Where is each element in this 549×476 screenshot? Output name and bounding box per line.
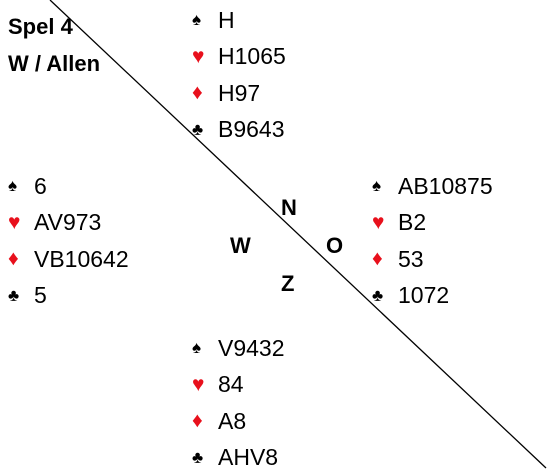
east-diamonds: ♦ 53 <box>372 241 493 278</box>
west-clubs: ♣5 <box>8 278 129 315</box>
spade-icon: ♠ <box>372 176 382 196</box>
north-spades: ♠H <box>192 2 286 39</box>
dealer-vulnerability: W / Allen <box>8 51 101 76</box>
east-clubs-cards: 1072 <box>398 282 450 309</box>
club-icon: ♣ <box>8 285 20 305</box>
south-hearts-cards: 84 <box>218 371 244 398</box>
heart-icon: ♥ <box>372 210 385 234</box>
south-clubs-cards: AHV8 <box>218 444 279 471</box>
compass-north: N <box>281 195 297 220</box>
south-diamonds-cards: A8 <box>218 407 247 434</box>
spade-icon: ♠ <box>8 176 18 196</box>
east-spades-cards: AB10875 <box>398 172 493 199</box>
diamond-icon: ♦ <box>8 247 19 271</box>
east-hearts: ♥ B2 <box>372 205 493 242</box>
south-diamonds: ♦ A8 <box>192 403 285 440</box>
diamond-icon: ♦ <box>192 81 203 105</box>
south-hearts: ♥ 84 <box>192 367 285 404</box>
diamond-icon: ♦ <box>372 247 383 271</box>
east-diamonds-cards: 53 <box>398 245 424 272</box>
south-clubs: ♣ AHV8 <box>192 440 285 476</box>
south-spades: ♠ V9432 <box>192 330 285 367</box>
west-hand: ♠6 ♥AV973 ♦VB10642 ♣5 <box>8 168 129 314</box>
west-hearts-cards: AV973 <box>34 209 102 236</box>
diamond-icon: ♦ <box>192 409 203 433</box>
north-clubs-cards: B9643 <box>218 116 285 143</box>
west-diamonds-cards: VB10642 <box>34 245 129 272</box>
heart-icon: ♥ <box>192 44 205 68</box>
north-hand: ♠H ♥H1065 ♦H97 ♣B9643 <box>192 2 286 148</box>
compass-west: W <box>230 233 251 258</box>
compass-south: Z <box>281 271 295 296</box>
north-diamonds: ♦ H97 <box>192 75 286 112</box>
west-clubs-cards: 5 <box>34 282 47 309</box>
club-icon: ♣ <box>372 285 384 305</box>
north-hearts: ♥ H1065 <box>192 39 286 76</box>
spade-icon: ♠ <box>192 10 202 30</box>
heart-icon: ♥ <box>192 372 205 396</box>
north-diamonds-cards: H97 <box>218 79 261 106</box>
heart-icon: ♥ <box>8 210 21 234</box>
north-clubs: ♣ B9643 <box>192 112 286 149</box>
club-icon: ♣ <box>192 119 204 139</box>
spade-icon: ♠ <box>192 338 202 358</box>
west-hearts: ♥ AV973 <box>8 205 129 242</box>
east-hearts-cards: B2 <box>398 209 427 236</box>
west-diamonds: ♦ VB10642 <box>8 241 129 278</box>
south-spades-cards: V9432 <box>218 334 285 361</box>
deal-title: Spel 4 <box>8 14 73 39</box>
north-hearts-cards: H1065 <box>218 43 286 70</box>
east-clubs: ♣ 1072 <box>372 278 493 315</box>
east-spades: ♠ AB10875 <box>372 168 493 205</box>
compass-east: O <box>326 233 344 258</box>
club-icon: ♣ <box>192 447 204 467</box>
east-hand: ♠ AB10875 ♥ B2 ♦ 53 ♣ 1072 <box>372 168 493 314</box>
west-spades-cards: 6 <box>34 172 47 199</box>
west-spades: ♠6 <box>8 168 129 205</box>
north-spades-cards: H <box>218 6 235 33</box>
south-hand: ♠ V9432 ♥ 84 ♦ A8 ♣ AHV8 <box>192 330 285 476</box>
